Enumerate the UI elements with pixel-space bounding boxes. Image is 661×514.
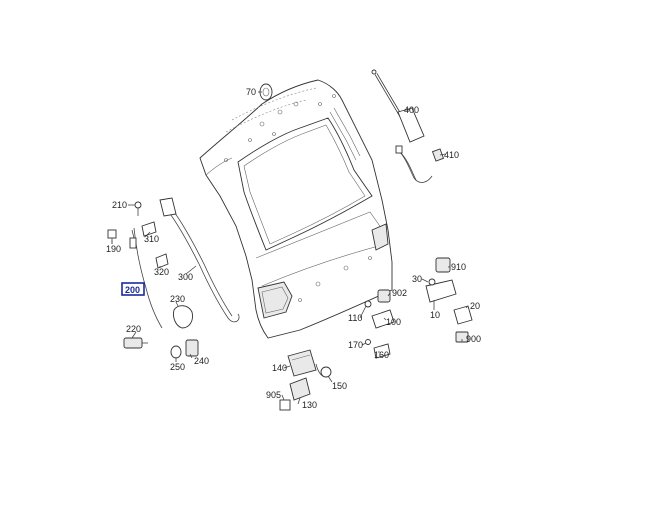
callout-210: 210: [112, 200, 127, 210]
tailgate-panel: [199, 79, 393, 339]
callout-230: 230: [170, 294, 185, 304]
part-220-sensor: [123, 337, 148, 349]
callout-220: 220: [126, 324, 141, 334]
callout-110: 110: [348, 313, 362, 323]
callout-170: 170: [348, 340, 363, 350]
callout-30: 30: [412, 274, 422, 284]
part-210-screw: [134, 201, 142, 216]
part-200-rod: [129, 227, 163, 329]
part-150-cable: [315, 363, 332, 378]
callout-240: 240: [194, 356, 209, 366]
part-400-gas-strut: [371, 69, 425, 143]
callout-10: 10: [430, 310, 440, 320]
part-410-harness: [395, 145, 445, 183]
callout-20: 20: [470, 301, 480, 311]
part-320-clip: [155, 253, 169, 269]
callout-140: 140: [272, 363, 287, 373]
callout-410: 410: [444, 150, 459, 160]
callout-300: 300: [178, 272, 193, 282]
callout-320: 320: [154, 267, 169, 277]
callout-190: 190: [106, 244, 121, 254]
callout-labels: 70 400 410 210 310 190 320 300 200 230 2…: [106, 87, 481, 410]
callout-310: 310: [144, 234, 159, 244]
callout-250: 250: [170, 362, 185, 372]
callout-100: 100: [386, 317, 401, 327]
callout-160: 160: [374, 350, 389, 360]
part-910-camera: [425, 257, 457, 303]
callout-400: 400: [404, 105, 419, 115]
callout-200: 200: [125, 285, 140, 295]
callout-905: 905: [266, 390, 281, 400]
callout-910: 910: [451, 262, 466, 272]
callout-130: 130: [302, 400, 317, 410]
part-160-connector: [365, 339, 391, 359]
part-140-actuator: [287, 349, 317, 377]
callout-902: 902: [392, 288, 407, 298]
part-240-switch: [170, 339, 199, 359]
leader-lines: [111, 91, 469, 405]
callout-900: 900: [466, 334, 481, 344]
part-310-clip: [141, 221, 157, 237]
callout-200-highlight: [121, 282, 145, 296]
callout-70: 70: [246, 87, 256, 97]
part-230-cover: [173, 305, 193, 329]
part-130-latch: [279, 377, 311, 411]
part-300-seal: [159, 197, 240, 323]
part-100-lamp: [364, 289, 395, 329]
callout-150: 150: [332, 381, 347, 391]
